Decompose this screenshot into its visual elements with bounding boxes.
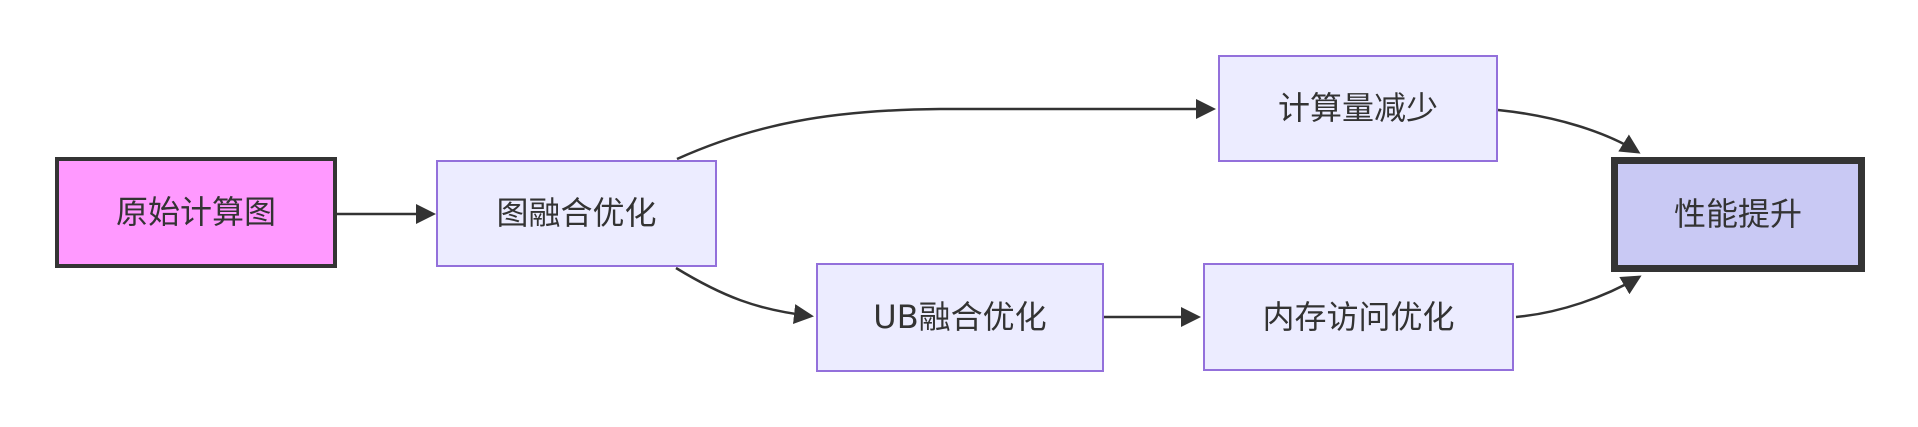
node-label-memory-access: 内存访问优化 [1262,297,1455,336]
node-original-graph: 原始计算图 [55,157,337,268]
node-memory-access: 内存访问优化 [1203,263,1514,371]
edge-computereduce-to-performance [1497,108,1641,154]
node-ub-fusion: UB融合优化 [816,263,1104,372]
node-graph-fusion: 图融合优化 [436,160,717,267]
node-label-compute-reduce: 计算量减少 [1277,89,1438,128]
edge-memoryaccess-to-performance [1515,275,1642,319]
node-label-ub-fusion: UB融合优化 [873,298,1047,337]
node-label-original-graph: 原始计算图 [115,193,276,232]
edge-graphfusion-to-ubfusion [675,266,814,325]
node-performance-gain: 性能提升 [1611,157,1865,272]
node-compute-reduce: 计算量减少 [1218,55,1498,162]
node-label-graph-fusion: 图融合优化 [496,194,657,233]
edge-graphfusion-to-computereduce [676,99,1216,161]
node-label-performance-gain: 性能提升 [1673,195,1802,234]
